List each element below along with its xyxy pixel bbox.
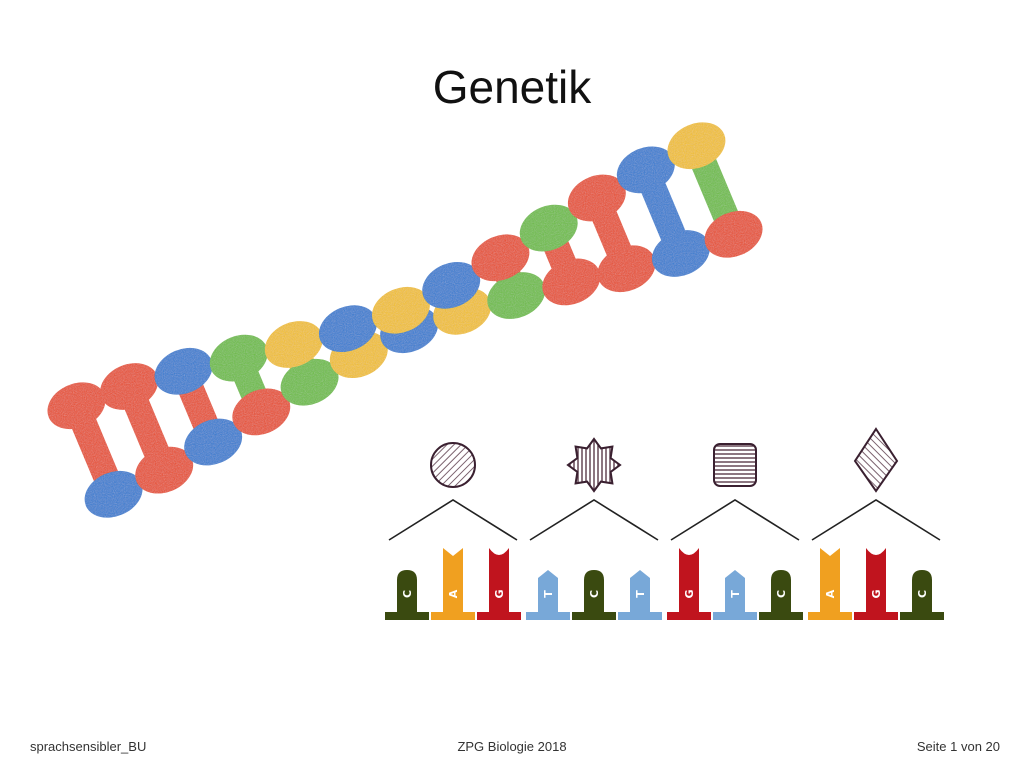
base-letter: T — [634, 590, 647, 598]
helix-strand-piece — [84, 470, 143, 518]
base-letter: G — [493, 589, 506, 598]
base-T: T — [713, 570, 757, 620]
base-C: C — [385, 570, 429, 620]
helix-strand-piece — [651, 230, 710, 277]
helix-rung — [640, 177, 686, 247]
base-letter: C — [775, 590, 788, 598]
helix-rung — [124, 393, 170, 463]
base-letter: C — [401, 590, 414, 598]
base-letter: A — [447, 589, 460, 598]
helix-strand-piece — [597, 245, 656, 293]
helix-strand-piece — [184, 418, 243, 466]
helix-strand-piece — [542, 258, 601, 306]
helix-strand-piece — [704, 210, 763, 258]
base-letter: G — [870, 589, 883, 598]
base-C: C — [900, 570, 944, 620]
base-C: C — [572, 570, 616, 620]
base-G: G — [667, 548, 711, 620]
helix-strand-piece — [616, 146, 675, 194]
helix-strand-piece — [667, 122, 726, 170]
helix-strand-piece — [154, 347, 213, 395]
star-icon — [566, 437, 622, 493]
codon-bracket — [811, 499, 941, 541]
base-A: A — [808, 548, 852, 620]
diamond-icon — [853, 427, 899, 493]
base-A: A — [431, 548, 475, 620]
square-icon — [713, 443, 757, 487]
base-T: T — [526, 570, 570, 620]
helix-strand-piece — [422, 261, 481, 309]
helix-strand-piece — [135, 446, 194, 494]
base-G: G — [477, 548, 521, 620]
base-letter: A — [824, 589, 837, 598]
codon-bracket — [670, 499, 800, 541]
helix-strand-piece — [567, 174, 626, 222]
base-letter: G — [683, 589, 696, 598]
codon-bracket — [529, 499, 659, 541]
helix-strand-piece — [209, 334, 268, 382]
helix-strand-piece — [264, 321, 323, 368]
helix-rung — [691, 153, 739, 227]
helix-strand-piece — [318, 305, 377, 353]
base-T: T — [618, 570, 662, 620]
helix-strand-piece — [371, 286, 430, 334]
circle-icon — [430, 442, 476, 488]
helix-strand-piece — [471, 234, 530, 282]
slide-title: Genetik — [432, 61, 592, 113]
footer-center: ZPG Biologie 2018 — [457, 739, 567, 754]
base-letter: T — [542, 590, 555, 598]
base-G: G — [854, 548, 898, 620]
helix-strand-piece — [519, 204, 578, 252]
helix-strand-piece — [100, 363, 159, 410]
base-letter: T — [729, 590, 742, 598]
base-letter: C — [588, 590, 601, 598]
helix-strand-piece — [487, 272, 546, 319]
base-letter: C — [916, 590, 929, 598]
helix-rung — [71, 413, 119, 487]
codon-bracket — [388, 499, 518, 541]
helix-strand-piece — [47, 382, 106, 430]
base-C: C — [759, 570, 803, 620]
footer-left: sprachsensibler_BU — [30, 739, 147, 754]
footer-page-number: Seite 1 von 20 — [916, 739, 1000, 754]
helix-strand-piece — [232, 388, 291, 436]
helix-strand-piece — [280, 358, 339, 406]
